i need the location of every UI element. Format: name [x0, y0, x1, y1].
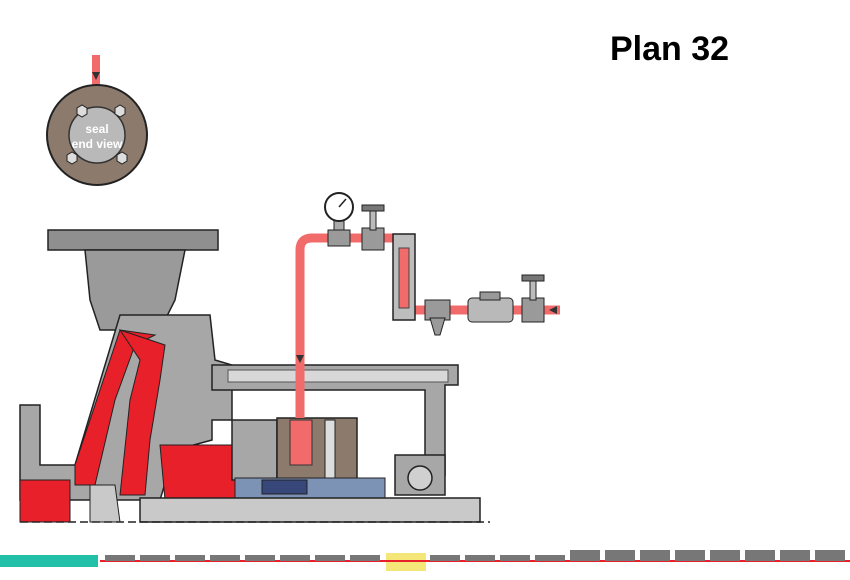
valve-icon	[521, 274, 545, 323]
flow-meter-icon	[392, 233, 416, 321]
arrow-down-icon	[296, 355, 304, 363]
gland-bolt-icons	[66, 104, 128, 165]
valve-icon	[361, 204, 385, 251]
arrow-left-icon	[549, 306, 557, 314]
bearing-bracket	[211, 364, 459, 496]
seal-end-view: seal end view	[46, 55, 148, 186]
pressure-gauge-icon	[324, 192, 354, 247]
seal-view-label-line1: seal	[85, 122, 108, 136]
plan-navigation-strip	[0, 550, 850, 571]
nav-thumbnail-icons[interactable]	[105, 550, 845, 561]
seal-view-label-line2: end view	[72, 137, 123, 151]
pump-casing	[19, 314, 241, 523]
seal-bore	[68, 106, 126, 164]
suction-nozzle	[47, 229, 219, 331]
nav-active-item[interactable]	[0, 555, 98, 567]
page-title: Plan 32	[610, 30, 730, 68]
check-valve-icon	[467, 291, 514, 323]
seal-chamber	[231, 417, 386, 499]
arrow-down-icon	[92, 72, 100, 80]
strainer-icon	[424, 299, 451, 336]
pump-shaft	[20, 497, 490, 523]
